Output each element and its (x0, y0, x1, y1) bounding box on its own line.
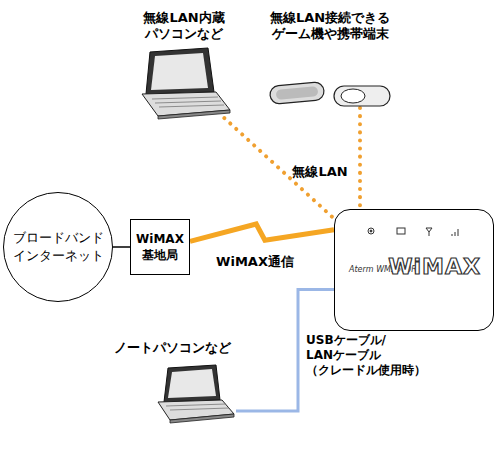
laptop-node: 無線LAN内蔵 パソコンなど (128, 8, 240, 118)
network-circle: ブロードバンド インターネット (3, 192, 113, 302)
laptop-illustration (142, 48, 230, 119)
edge-label: USBケーブル/ LANケーブル （クレードル使用時） (306, 333, 438, 378)
wireless-bolt (190, 224, 334, 241)
node-label: 無線LAN内蔵 パソコンなど (128, 10, 240, 42)
node-label: 無線LAN接続できる ゲーム機や携帯端末 (262, 10, 398, 42)
base-station-box: WiMAX 基地局 (130, 219, 190, 275)
edge-label: 無線LAN (292, 163, 347, 181)
wlan-dots (358, 108, 362, 209)
node-label: WiMAX 基地局 (133, 231, 187, 263)
laptop-illustration (158, 365, 234, 423)
device-node: 無線LAN接続できる ゲーム機や携帯端末 (262, 8, 398, 108)
laptop-node: ノートパソコンなど (108, 338, 236, 433)
router-body: Aterm WM3500RWiMAX (334, 209, 494, 331)
node-label: ノートパソコンなど (114, 340, 231, 356)
edge-label: WiMAX通信 (216, 253, 294, 271)
device-illustration (269, 82, 390, 106)
node-label: ブロードバンド インターネット (9, 229, 107, 265)
node-label: WiMAX (388, 254, 481, 279)
link-line (113, 246, 130, 248)
